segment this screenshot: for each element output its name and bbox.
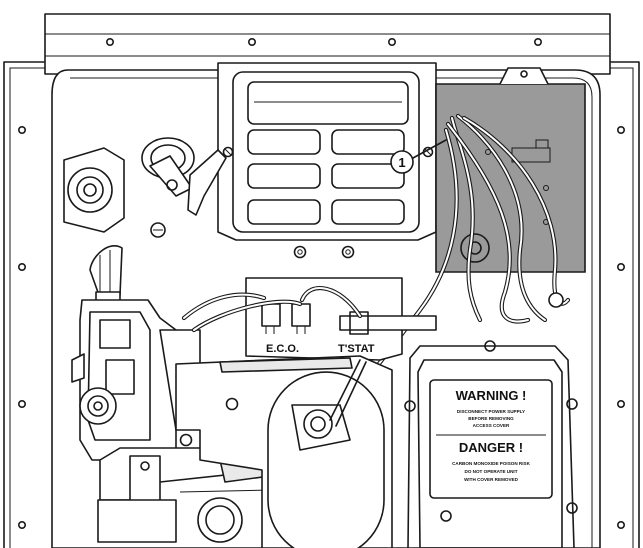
warning-line-1: DISCONNECT POWER SUPPLY [457,409,525,414]
thermostat-plate: E.C.O. T'STAT [181,277,437,361]
callout-number: 1 [398,155,405,170]
warning-label: WARNING ! DISCONNECT POWER SUPPLY BEFORE… [429,379,553,499]
callout-marker: 1 [390,139,447,174]
danger-line-3: WITH COVER REMOVED [464,477,519,482]
pilot-assembly [141,137,227,238]
side-screws [17,126,625,529]
warning-title: WARNING ! [456,388,527,403]
tstat-label: T'STAT [338,343,375,355]
warning-line-3: ACCESS COVER [473,423,510,428]
danger-line-1: CARBON MONOXIDE POISON RISK [452,461,531,466]
eco-label: E.C.O. [266,343,299,355]
warning-line-2: BEFORE REMOVING [468,416,514,421]
vent-grille [217,62,437,259]
danger-title: DANGER ! [459,440,523,455]
thermostat-probe [267,359,385,548]
top-strip-screws [106,37,542,46]
left-fitting [63,147,125,233]
danger-line-2: DO NOT OPERATE UNIT [465,469,518,474]
